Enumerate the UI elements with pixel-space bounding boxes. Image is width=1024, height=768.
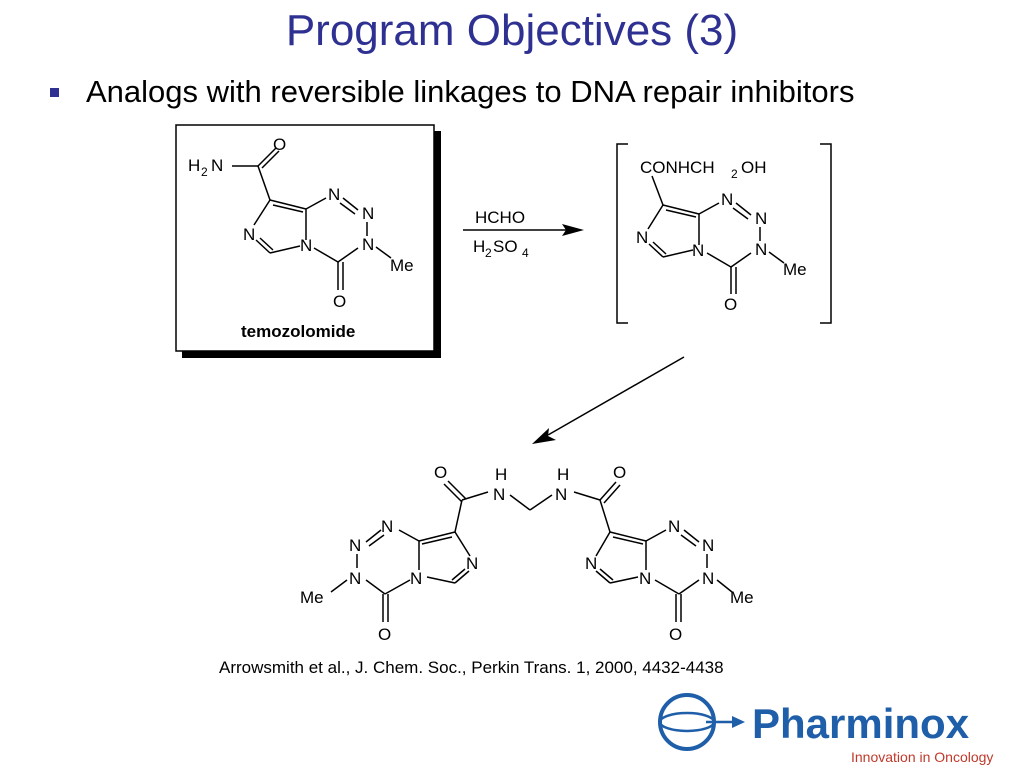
svg-text:N: N (755, 209, 767, 228)
citation: Arrowsmith et al., J. Chem. Soc., Perkin… (219, 658, 724, 677)
svg-text:O: O (378, 625, 391, 644)
svg-text:N: N (466, 554, 478, 573)
svg-text:N: N (721, 190, 733, 209)
svg-text:H: H (557, 465, 569, 484)
temozolomide-label: temozolomide (241, 322, 355, 341)
bullet-text: Analogs with reversible linkages to DNA … (86, 74, 855, 109)
svg-text:OH: OH (741, 158, 767, 177)
logo-wordmark: Pharminox (752, 700, 970, 747)
svg-text:N: N (349, 569, 361, 588)
svg-text:Me: Me (730, 588, 754, 607)
svg-text:N: N (585, 554, 597, 573)
svg-text:N: N (493, 485, 505, 504)
pharminox-emblem-icon (658, 693, 745, 751)
svg-text:H: H (495, 465, 507, 484)
svg-text:Me: Me (300, 588, 324, 607)
svg-text:N: N (381, 517, 393, 536)
atom-label: N (300, 236, 312, 255)
atom-label: Me (390, 256, 414, 275)
atom-label: N (328, 185, 340, 204)
svg-text:N: N (702, 536, 714, 555)
svg-text:N: N (755, 240, 767, 259)
reaction-arrow: HCHO H 2 SO 4 (463, 208, 584, 260)
svg-text:N: N (639, 569, 651, 588)
svg-text:SO: SO (493, 237, 518, 256)
atom-label: N (243, 225, 255, 244)
svg-text:N: N (702, 569, 714, 588)
slide-title: Program Objectives (3) (285, 6, 739, 55)
intermediate-atoms: CONHCH 2 OH N N N N N Me O (636, 158, 807, 314)
intermediate-structure (647, 175, 785, 294)
svg-text:2: 2 (731, 167, 738, 181)
temozolomide-structure (232, 147, 392, 290)
svg-text:O: O (613, 463, 626, 482)
atom-label: N (362, 204, 374, 223)
svg-text:N: N (692, 241, 704, 260)
bullet-square-icon (50, 88, 59, 97)
atom-label: O (273, 135, 286, 154)
sidechain-label: CONHCH (640, 158, 715, 177)
svg-text:N: N (668, 517, 680, 536)
svg-text:O: O (434, 463, 447, 482)
atom-label: H (188, 156, 200, 175)
atom-label: N (362, 235, 374, 254)
reagent-label: HCHO (475, 208, 525, 227)
dimer-atoms: O H N H N O N N N N N Me O N N N N N Me … (300, 463, 754, 644)
logo-tagline: Innovation in Oncology (851, 749, 993, 765)
atom-label: 2 (201, 165, 208, 179)
svg-text:O: O (724, 295, 737, 314)
svg-text:N: N (555, 485, 567, 504)
svg-text:N: N (636, 228, 648, 247)
diagonal-arrow (532, 356, 685, 444)
dimer-structure (330, 480, 733, 622)
svg-text:Me: Me (783, 260, 807, 279)
temozolomide-atoms: H 2 N O N N N N N Me O temozolomide (188, 135, 414, 341)
pharminox-logo: Pharminox Innovation in Oncology (658, 693, 993, 765)
atom-label: O (333, 292, 346, 311)
temozolomide-box (175, 124, 441, 358)
intermediate-brackets (616, 143, 832, 324)
svg-text:2: 2 (485, 246, 492, 260)
svg-text:N: N (410, 569, 422, 588)
atom-label: N (211, 156, 223, 175)
svg-text:N: N (349, 536, 361, 555)
svg-text:4: 4 (522, 246, 529, 260)
svg-text:O: O (669, 625, 682, 644)
reagent-label: H (473, 237, 485, 256)
